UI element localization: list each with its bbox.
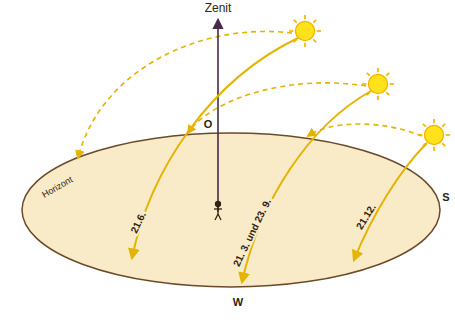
sun-symbol: [418, 119, 450, 151]
horizon-plane: [22, 133, 440, 287]
direction-label: O: [202, 118, 215, 130]
zenith-axis: [217, 20, 219, 212]
date-label: 21.6.: [127, 208, 148, 236]
date-label: 21.12.: [353, 200, 379, 233]
plane-label: Horizont: [39, 174, 76, 201]
sun-symbol: [289, 15, 321, 47]
observer-figure: [214, 202, 222, 221]
sun-symbol: [362, 68, 394, 100]
direction-label: S: [440, 191, 451, 203]
sun-path-solid: [132, 38, 427, 282]
axis-label: Zenit: [203, 2, 234, 15]
sun-path-dashed: [78, 31, 422, 158]
direction-label: W: [231, 296, 245, 308]
date-label: 21. 3. und 23. 9.: [230, 195, 274, 270]
